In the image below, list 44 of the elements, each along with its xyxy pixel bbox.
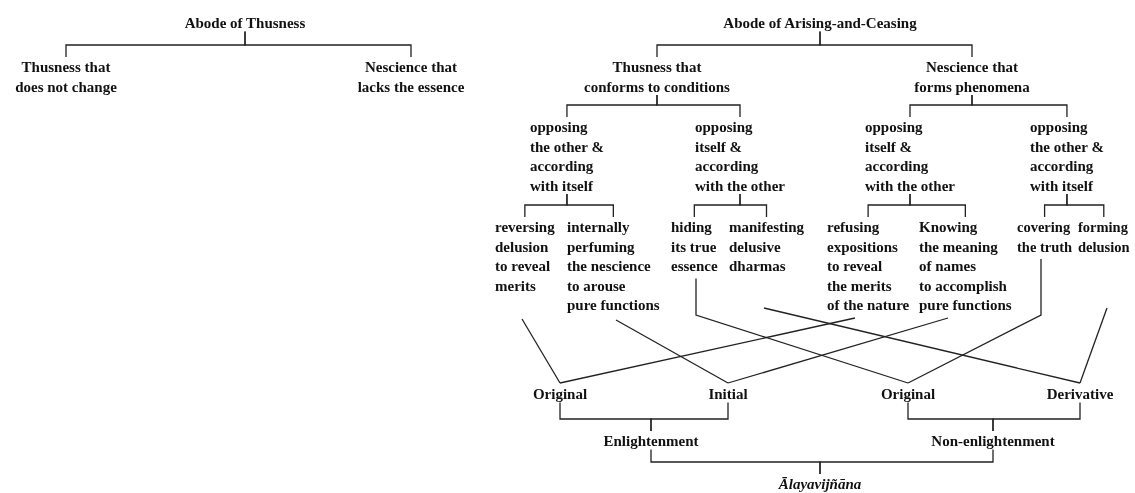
category-label: Original: [532, 385, 588, 405]
leaf-label: Knowing the meaning of names to accomplish pure functions: [919, 218, 1012, 317]
branch-label: opposing the other & according with itself: [1030, 118, 1104, 196]
leaf-label: reversing delusion to reveal merits: [495, 218, 555, 318]
category-label: Non-enlightenment: [931, 432, 1055, 452]
leaf-label: covering the truth: [1017, 218, 1073, 257]
branch-label: Nescience that lacks the essence: [357, 58, 465, 97]
branch-label: Abode of Arising-and-Ceasing: [723, 14, 917, 34]
connector-line: [763, 307, 1081, 384]
connector-line: [615, 319, 729, 384]
connector-line: [1079, 307, 1108, 384]
root-term: Ālayavijñāna: [778, 475, 862, 493]
branch-label: Thusness that conforms to conditions: [584, 58, 730, 97]
branch-label: Abode of Thusness: [184, 14, 306, 34]
leaf-label: refusing expositions to reveal the merits of the nature: [827, 218, 910, 317]
branch-label: opposing itself & according with the other: [865, 118, 955, 196]
connector-line: [907, 258, 1042, 384]
bracket-line: [650, 401, 729, 432]
bracket-line: [992, 401, 1081, 432]
bracket-line: [566, 193, 614, 218]
category-label: Original: [880, 385, 936, 405]
bracket-line: [971, 94, 1068, 118]
leaf-label: manifesting delusive dharmas: [729, 218, 804, 307]
leaf-label: hiding its true essence: [671, 218, 718, 277]
bracket-line: [819, 448, 994, 475]
category-label: Enlightenment: [603, 432, 699, 452]
connector-line: [695, 277, 909, 384]
bracket-line: [244, 30, 412, 58]
connector-line: [521, 318, 561, 384]
leaf-label: internally perfuming the nescience to arouse pure functions: [567, 218, 660, 319]
connector-line: [727, 317, 949, 384]
bracket-line: [1066, 193, 1105, 218]
bracket-line: [909, 193, 966, 218]
branch-label: opposing the other & according with itself: [530, 118, 604, 196]
bracket-line: [656, 94, 741, 118]
branch-label: Nescience that forms phenomena: [914, 58, 1030, 97]
bracket-line: [739, 193, 768, 218]
branch-label: Thusness that does not change: [15, 58, 117, 97]
category-label: Derivative: [1046, 385, 1114, 405]
leaf-label: forming delusion: [1078, 218, 1130, 307]
branch-label: opposing itself & according with the other: [695, 118, 785, 196]
category-label: Initial: [708, 385, 748, 405]
bracket-line: [819, 30, 973, 58]
connector-line: [559, 317, 856, 384]
